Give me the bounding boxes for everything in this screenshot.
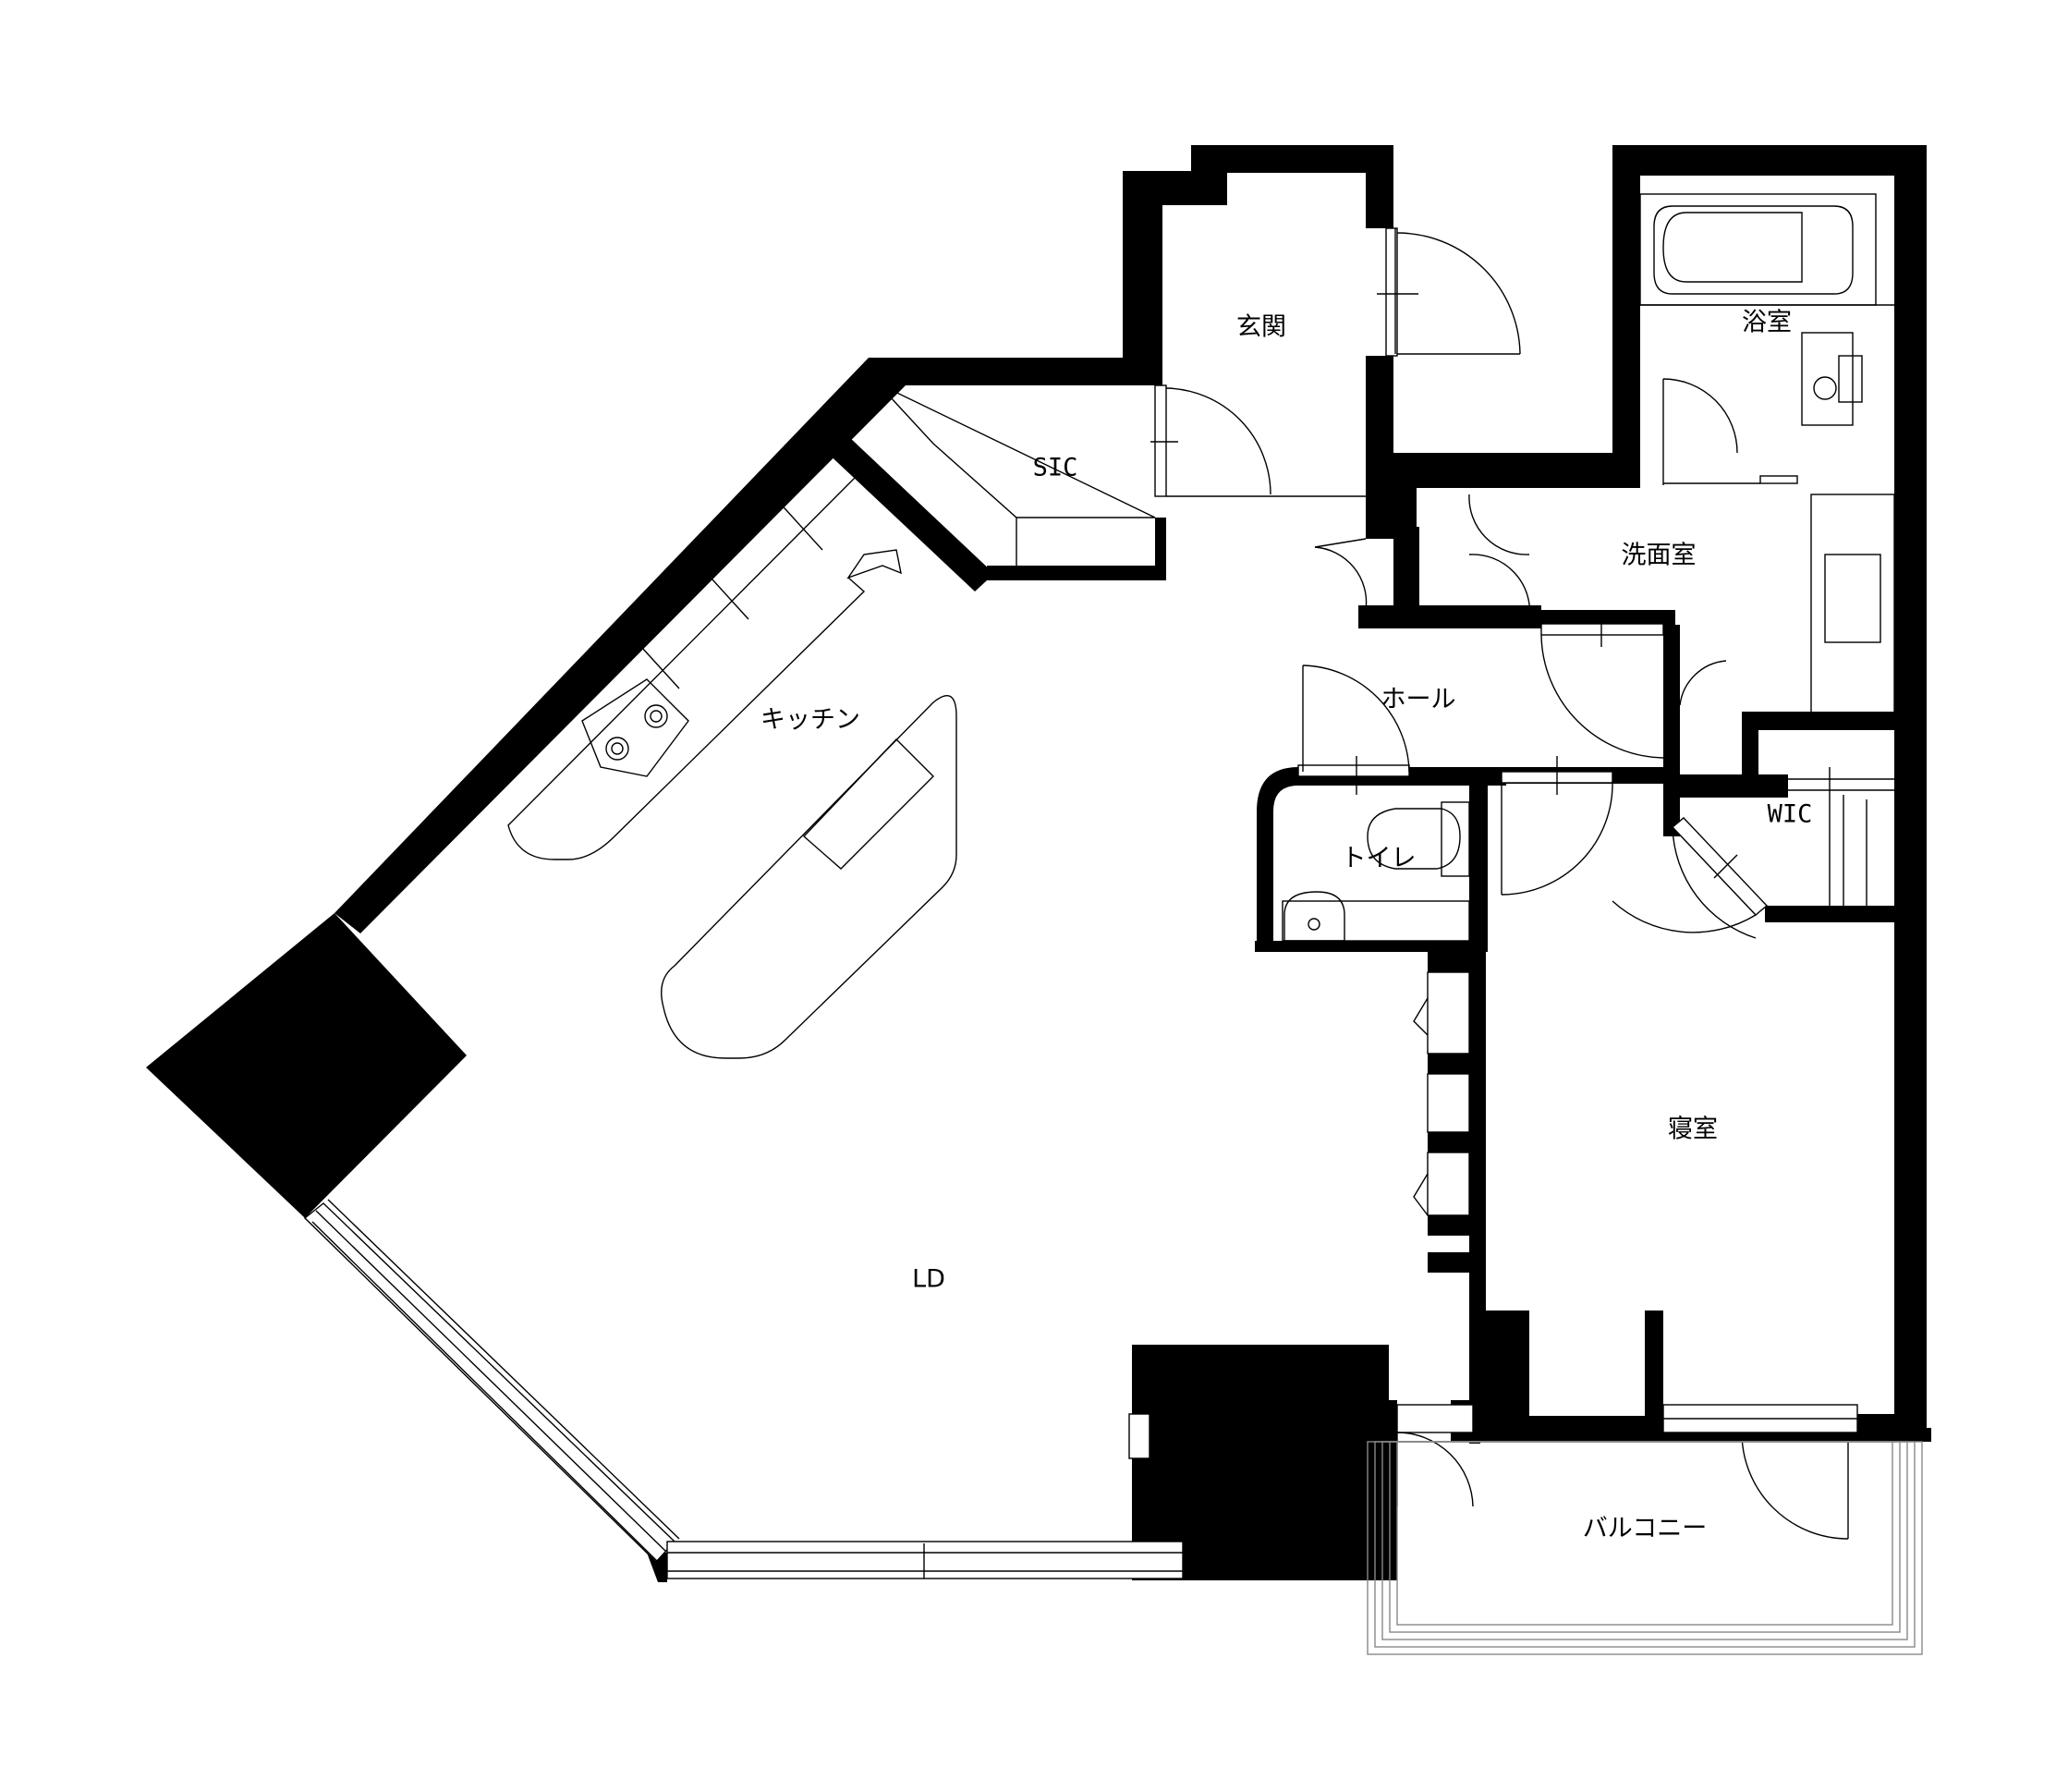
walls xyxy=(146,145,1931,1582)
room-label-washroom: 洗面室 xyxy=(1622,542,1697,570)
fixtures xyxy=(468,193,1923,1655)
room-label-hall: ホール xyxy=(1381,686,1456,714)
room-label-sic: SIC xyxy=(1033,454,1078,482)
room-label-entrance: 玄関 xyxy=(1236,313,1286,342)
room-label-bathroom: 浴室 xyxy=(1742,309,1792,337)
room-label-bedroom: 寝室 xyxy=(1668,1115,1718,1144)
room-label-wic: WIC xyxy=(1768,800,1813,829)
room-labels: 玄関 SIC 浴室 洗面室 ホール キッチン トイレ WIC 寝室 LD バルコ… xyxy=(760,309,1812,1543)
room-label-kitchen: キッチン xyxy=(760,706,860,735)
windows xyxy=(303,1199,1858,1579)
room-label-balcony: バルコニー xyxy=(1583,1515,1707,1543)
room-label-toilet: トイレ xyxy=(1342,845,1417,873)
room-label-ld: LD xyxy=(912,1265,945,1294)
